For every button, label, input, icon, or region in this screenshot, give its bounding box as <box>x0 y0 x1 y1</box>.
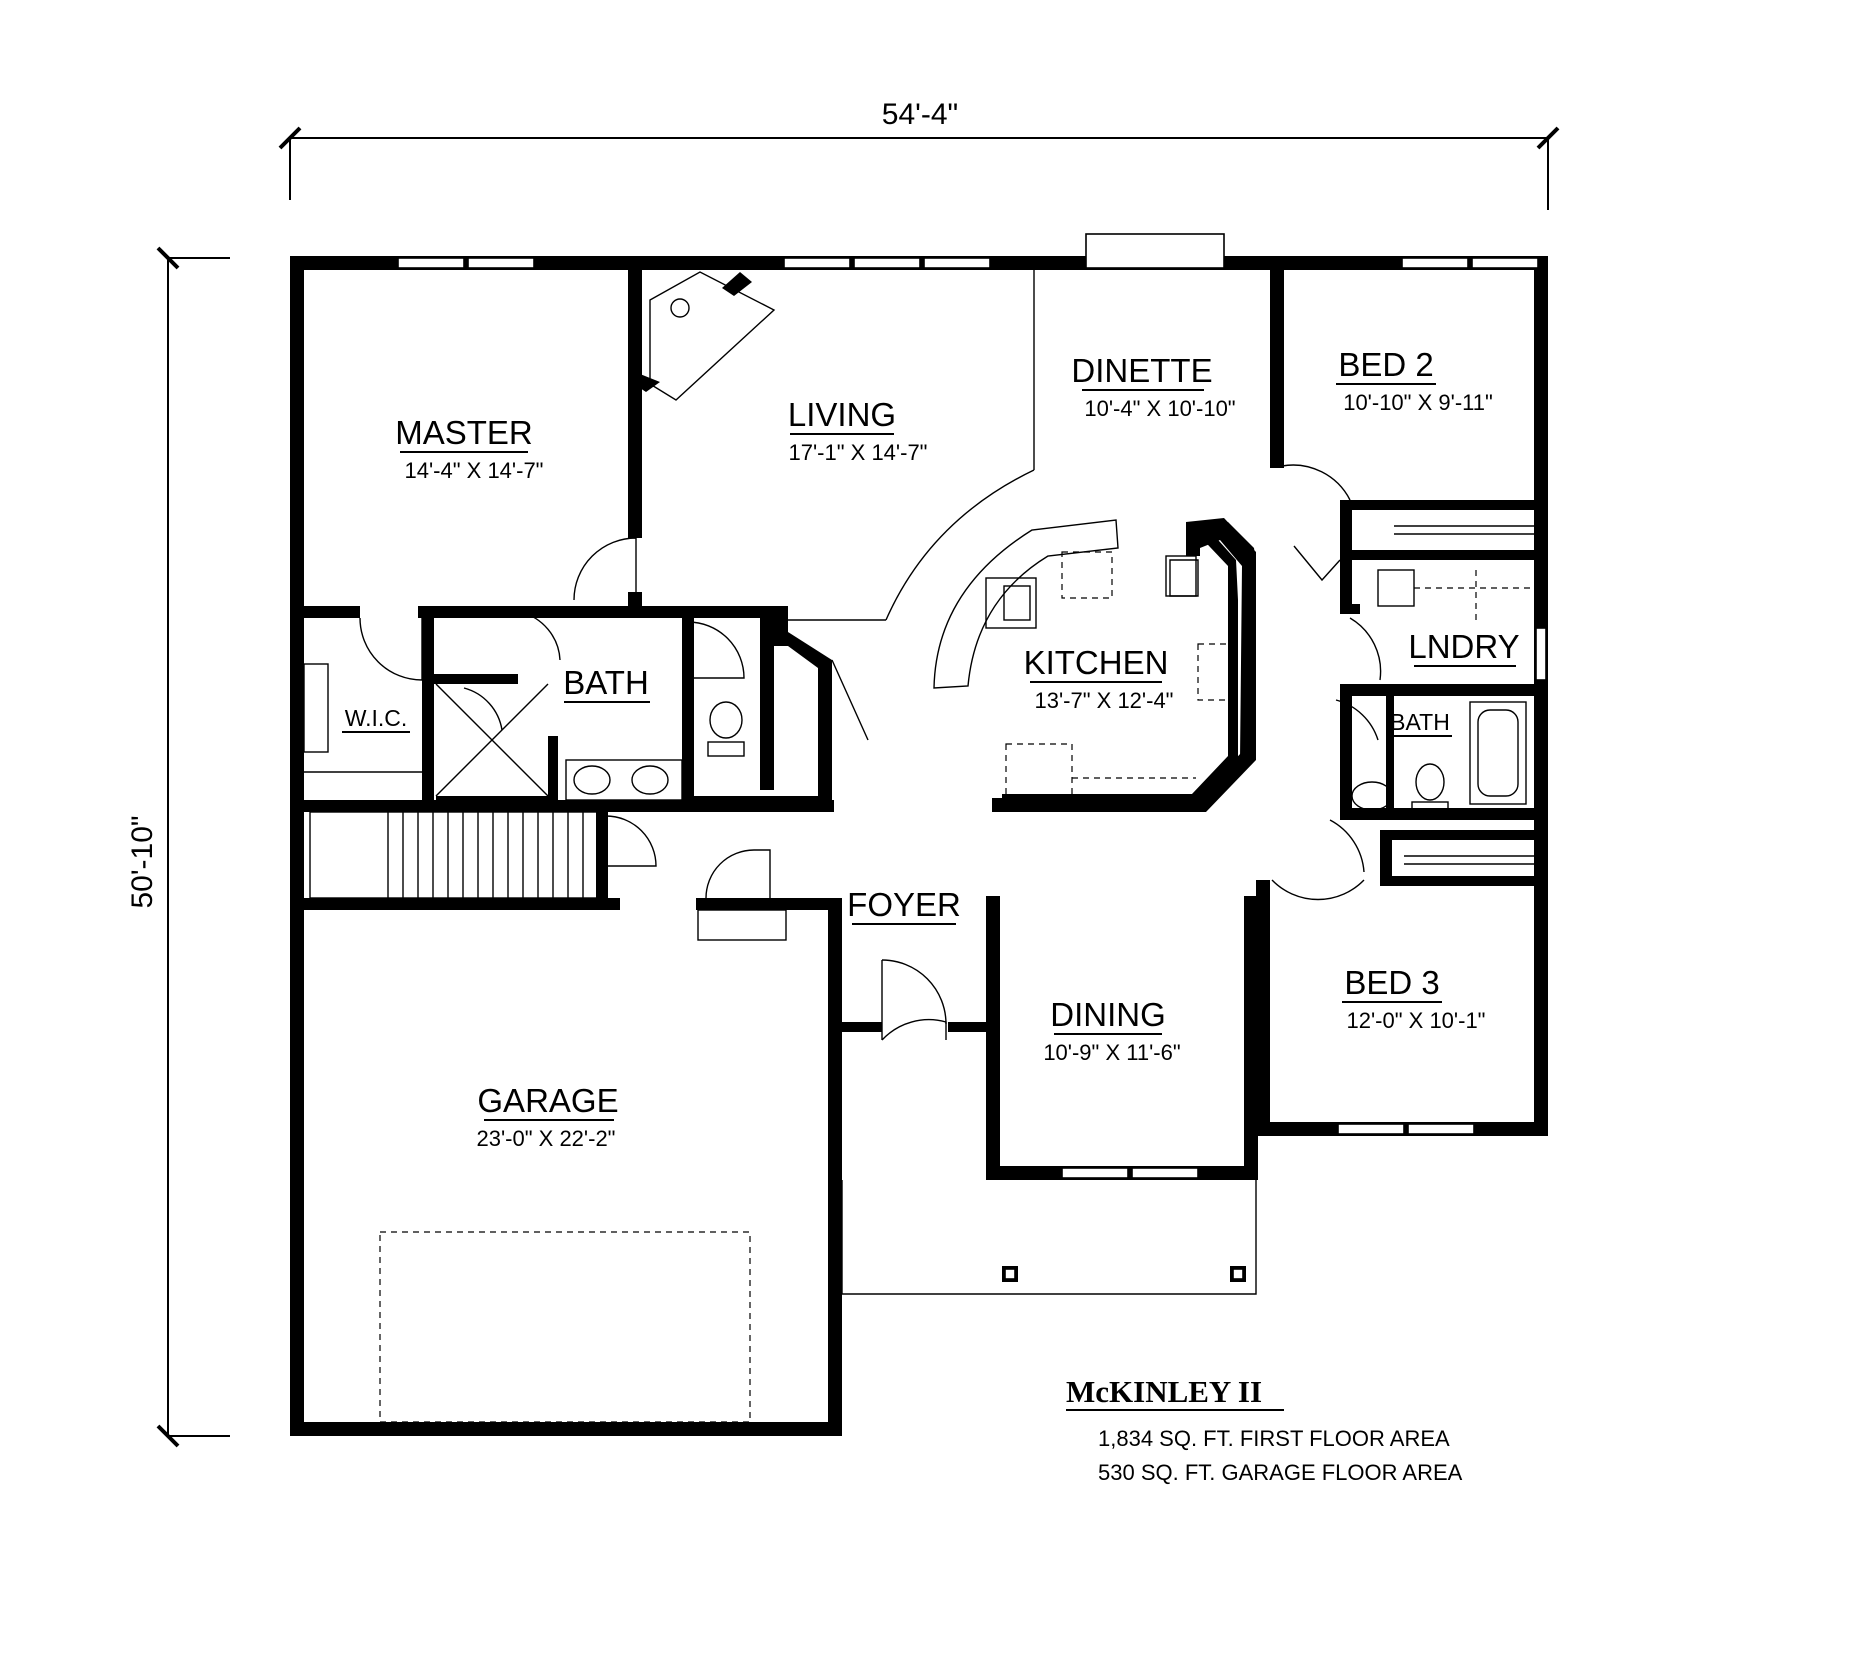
room-foyer: FOYER <box>847 886 961 925</box>
master-name: MASTER <box>395 414 533 451</box>
room-bed2: BED 2 10'-10" X 9'-11" <box>1336 346 1493 415</box>
bed3-name: BED 3 <box>1344 964 1439 1001</box>
depth-dimension-line <box>156 246 230 1448</box>
room-living: LIVING 17'-1" X 14'-7" <box>788 396 928 465</box>
plan-name: McKINLEY II <box>1066 1374 1262 1409</box>
room-kitchen: KITCHEN 13'-7" X 12'-4" <box>1024 644 1174 713</box>
room-dining: DINING 10'-9" X 11'-6" <box>1043 996 1180 1065</box>
room-bed3: BED 3 12'-0" X 10'-1" <box>1342 964 1485 1033</box>
bed2-size: 10'-10" X 9'-11" <box>1343 390 1493 415</box>
bed3-size: 12'-0" X 10'-1" <box>1347 1008 1486 1033</box>
dining-name: DINING <box>1050 996 1166 1033</box>
fireplace <box>640 271 776 401</box>
garage-size: 23'-0" X 22'-2" <box>477 1126 616 1151</box>
title-block: McKINLEY II 1,834 SQ. FT. FIRST FLOOR AR… <box>1066 1374 1463 1485</box>
room-laundry: LNDRY <box>1408 628 1520 667</box>
overall-depth-label: 50'-10" <box>126 815 159 908</box>
kitchen-size: 13'-7" X 12'-4" <box>1035 688 1174 713</box>
windows <box>397 233 1547 1179</box>
interior-walls <box>304 270 1534 1136</box>
bath-master-name: BATH <box>563 664 649 701</box>
width-dimension-line <box>278 126 1560 210</box>
room-bath-hall: BATH <box>1388 709 1452 737</box>
first-floor-area: 1,834 SQ. FT. FIRST FLOOR AREA <box>1098 1426 1450 1451</box>
room-garage: GARAGE 23'-0" X 22'-2" <box>477 1082 619 1151</box>
room-dinette: DINETTE 10'-4" X 10'-10" <box>1071 352 1235 421</box>
bath-hall-name: BATH <box>1390 709 1450 735</box>
interior-details <box>303 270 1534 1429</box>
dining-size: 10'-9" X 11'-6" <box>1043 1040 1180 1065</box>
overall-width-label: 54'-4" <box>882 98 958 131</box>
garage-floor-area: 530 SQ. FT. GARAGE FLOOR AREA <box>1098 1460 1463 1485</box>
living-size: 17'-1" X 14'-7" <box>789 440 928 465</box>
room-master: MASTER 14'-4" X 14'-7" <box>395 414 543 483</box>
laundry-name: LNDRY <box>1408 628 1519 665</box>
bed2-name: BED 2 <box>1338 346 1433 383</box>
door-swings <box>359 464 1382 1041</box>
room-bath-master: BATH <box>563 664 650 703</box>
living-name: LIVING <box>788 396 896 433</box>
foyer-name: FOYER <box>847 886 961 923</box>
room-wic: W.I.C. <box>342 705 410 733</box>
wic-name: W.I.C. <box>345 705 408 731</box>
stairs <box>309 811 599 899</box>
dinette-size: 10'-4" X 10'-10" <box>1084 396 1235 421</box>
garage-name: GARAGE <box>477 1082 618 1119</box>
kitchen-name: KITCHEN <box>1024 644 1169 681</box>
dinette-name: DINETTE <box>1071 352 1212 389</box>
master-size: 14'-4" X 14'-7" <box>405 458 544 483</box>
